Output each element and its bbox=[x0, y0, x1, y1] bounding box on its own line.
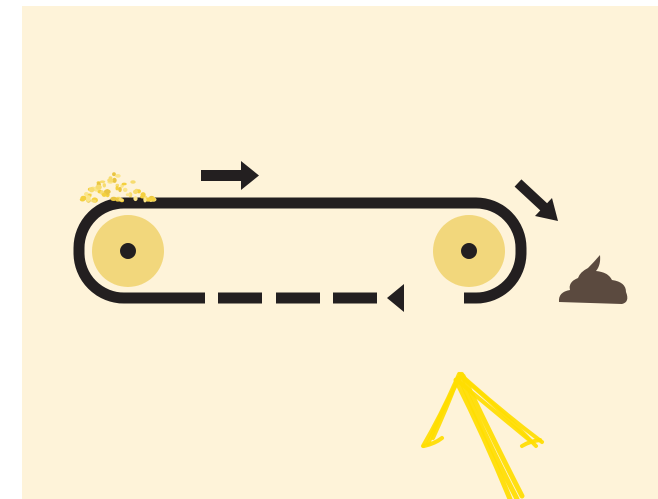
grain bbox=[95, 185, 101, 190]
belt-dash bbox=[218, 293, 262, 304]
grain bbox=[89, 187, 94, 192]
grain bbox=[103, 183, 106, 187]
grain bbox=[86, 195, 91, 199]
grain bbox=[133, 190, 138, 194]
belt-return-dashes bbox=[218, 293, 377, 304]
grain bbox=[118, 187, 122, 192]
belt-dash bbox=[333, 293, 377, 304]
grain bbox=[122, 183, 127, 186]
grain bbox=[110, 197, 117, 201]
belt-dash bbox=[276, 293, 320, 304]
grain bbox=[109, 176, 113, 180]
roller-right bbox=[433, 215, 505, 287]
grain bbox=[100, 180, 106, 183]
illustration-panel bbox=[22, 6, 658, 499]
grain bbox=[102, 193, 107, 197]
grain bbox=[141, 192, 146, 197]
grain bbox=[115, 174, 121, 178]
grain bbox=[126, 193, 130, 196]
conveyor-belt-illustration bbox=[22, 6, 658, 499]
grain bbox=[119, 198, 124, 201]
grain bbox=[143, 198, 146, 203]
grain bbox=[80, 196, 86, 201]
grain bbox=[130, 180, 135, 184]
grain bbox=[123, 188, 128, 192]
grain bbox=[133, 196, 137, 201]
roller-left bbox=[92, 215, 164, 287]
grain bbox=[116, 186, 119, 190]
grain bbox=[91, 200, 96, 203]
roller-axle bbox=[120, 243, 136, 259]
roller-axle bbox=[461, 243, 477, 259]
